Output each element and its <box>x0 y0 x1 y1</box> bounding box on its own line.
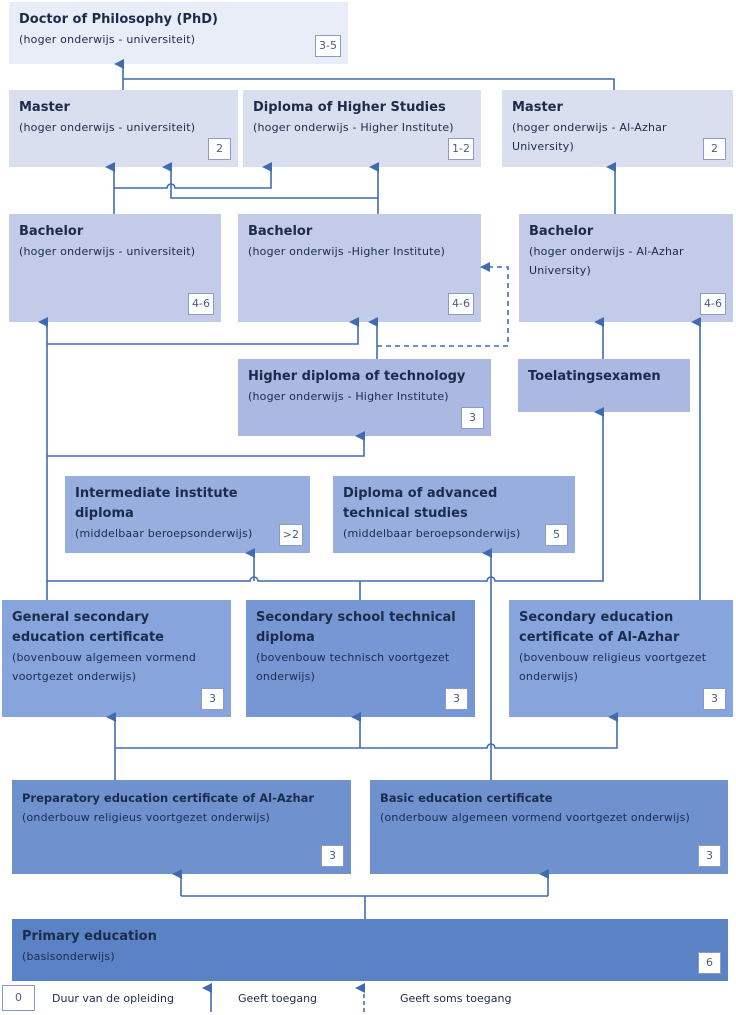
intermediate-institute-box: Intermediate institute diploma (middelba… <box>65 476 310 553</box>
intermediate-institute-duration-badge: >2 <box>278 524 303 546</box>
bachelor-higher-institute-duration-badge: 4-6 <box>448 293 474 315</box>
bachelor-university-box: Bachelor (hoger onderwijs - universiteit… <box>9 214 221 322</box>
master-university-title: Master <box>19 100 70 115</box>
diploma-higher-studies-box: Diploma of Higher Studies (hoger onderwi… <box>243 90 481 167</box>
bachelor-azhar-duration-badge: 4-6 <box>700 293 726 315</box>
general-secondary-subtitle: (bovenbouw algemeen vormend voortgezet o… <box>12 651 197 683</box>
intermediate-institute-title: Intermediate institute diploma <box>75 486 238 521</box>
basic-education-box: Basic education certificate (onderbouw a… <box>370 780 728 874</box>
master-azhar-duration-badge: 2 <box>703 138 726 160</box>
legend-duration-sample: 0 <box>2 985 35 1011</box>
master-university-box: Master (hoger onderwijs - universiteit) … <box>9 90 238 167</box>
bachelor-azhar-title: Bachelor <box>529 224 594 239</box>
phd-subtitle: (hoger onderwijs - universiteit) <box>19 33 196 46</box>
toelatingsexamen-box: Toelatingsexamen <box>518 359 690 412</box>
higher-diploma-technology-duration-badge: 3 <box>461 407 484 429</box>
basic-education-subtitle: (onderbouw algemeen vormend voortgezet o… <box>380 811 691 824</box>
bachelor-university-duration-badge: 4-6 <box>188 293 214 315</box>
general-secondary-box: General secondary education certificate … <box>2 600 231 717</box>
phd-title: Doctor of Philosophy (PhD) <box>19 12 218 27</box>
secondary-azhar-subtitle: (bovenbouw religieus voortgezet onderwij… <box>519 651 707 683</box>
path-bachelor-hi-to-master <box>162 162 378 199</box>
preparatory-azhar-box: Preparatory education certificate of Al-… <box>12 780 351 874</box>
bachelor-azhar-subtitle: (hoger onderwijs - Al-Azhar University) <box>529 245 684 277</box>
preparatory-azhar-title: Preparatory education certificate of Al-… <box>22 791 315 805</box>
toelatingsexamen-title: Toelatingsexamen <box>528 369 661 384</box>
higher-diploma-technology-box: Higher diploma of technology (hoger onde… <box>238 359 491 436</box>
legend-duration-label: Duur van de opleiding <box>52 992 174 1005</box>
bachelor-higher-institute-box: Bachelor (hoger onderwijs -Higher Instit… <box>238 214 481 322</box>
phd-box: Doctor of Philosophy (PhD) (hoger onderw… <box>9 2 348 64</box>
primary-education-duration-badge: 6 <box>698 952 721 974</box>
path-lower-row <box>115 712 618 749</box>
master-azhar-box: Master (hoger onderwijs - Al-Azhar Unive… <box>502 90 733 167</box>
general-secondary-title: General secondary education certificate <box>12 610 164 645</box>
secondary-technical-title: Secondary school technical diploma <box>256 610 456 645</box>
advanced-technical-subtitle: (middelbaar beroepsonderwijs) <box>343 527 521 540</box>
path-general-sec-to-bachelor-hi <box>47 317 359 345</box>
secondary-technical-box: Secondary school technical diploma (bove… <box>246 600 475 717</box>
primary-education-subtitle: (basisonderwijs) <box>22 950 115 963</box>
secondary-azhar-title: Secondary education certificate of Al-Az… <box>519 610 680 645</box>
advanced-technical-box: Diploma of advanced technical studies (m… <box>333 476 575 553</box>
legend-sometimes-label: Geeft soms toegang <box>400 992 512 1005</box>
preparatory-azhar-duration-badge: 3 <box>321 845 344 867</box>
advanced-technical-title: Diploma of advanced technical studies <box>343 486 498 521</box>
bachelor-higher-institute-title: Bachelor <box>248 224 313 239</box>
basic-education-title: Basic education certificate <box>380 791 553 805</box>
advanced-technical-duration-badge: 5 <box>545 524 568 546</box>
master-university-duration-badge: 2 <box>208 138 231 160</box>
master-azhar-title: Master <box>512 100 563 115</box>
diploma-higher-studies-duration-badge: 1-2 <box>448 138 474 160</box>
basic-education-duration-badge: 3 <box>698 845 721 867</box>
diploma-higher-studies-subtitle: (hoger onderwijs - Higher Institute) <box>253 121 454 134</box>
diploma-higher-studies-title: Diploma of Higher Studies <box>253 100 446 115</box>
bachelor-azhar-box: Bachelor (hoger onderwijs - Al-Azhar Uni… <box>519 214 733 322</box>
primary-education-box: Primary education (basisonderwijs) 6 <box>12 919 728 981</box>
phd-duration-badge: 3-5 <box>315 35 341 57</box>
bachelor-university-title: Bachelor <box>19 224 84 239</box>
higher-diploma-technology-title: Higher diploma of technology <box>248 369 466 384</box>
path-bachelor-uni-to-diploma <box>114 162 272 189</box>
higher-diploma-technology-subtitle: (hoger onderwijs - Higher Institute) <box>248 390 449 403</box>
bachelor-higher-institute-subtitle: (hoger onderwijs -Higher Institute) <box>248 245 446 258</box>
general-secondary-duration-badge: 3 <box>201 688 224 710</box>
primary-education-title: Primary education <box>22 929 157 944</box>
preparatory-azhar-subtitle: (onderbouw religieus voortgezet onderwij… <box>22 811 271 824</box>
secondary-technical-subtitle: (bovenbouw technisch voortgezet onderwij… <box>256 651 450 683</box>
secondary-technical-duration-badge: 3 <box>445 688 468 710</box>
secondary-azhar-duration-badge: 3 <box>703 688 726 710</box>
master-azhar-subtitle: (hoger onderwijs - Al-Azhar University) <box>512 121 667 153</box>
path-general-sec-to-higher-tech <box>47 431 365 457</box>
master-university-subtitle: (hoger onderwijs - universiteit) <box>19 121 196 134</box>
path-master-azhar-to-phd <box>123 78 615 90</box>
legend-access-label: Geeft toegang <box>238 992 318 1005</box>
secondary-azhar-box: Secondary education certificate of Al-Az… <box>509 600 733 717</box>
intermediate-institute-subtitle: (middelbaar beroepsonderwijs) <box>75 527 253 540</box>
bachelor-university-subtitle: (hoger onderwijs - universiteit) <box>19 245 196 258</box>
